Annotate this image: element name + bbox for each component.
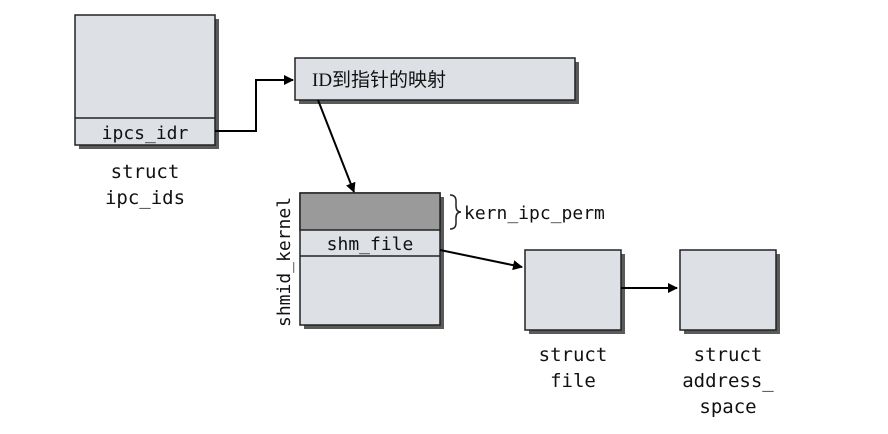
ipcs-idr-to-map-arrow xyxy=(215,75,294,132)
address-space-struct xyxy=(679,249,780,334)
file-caption-line2: file xyxy=(550,370,596,392)
map-to-shmid-kernel-arrow xyxy=(317,99,356,193)
address-space-caption-line1: struct xyxy=(694,344,763,366)
ipc-ids-struct: ipcs_idr xyxy=(74,14,219,149)
kern-ipc-perm-label: kern_ipc_perm xyxy=(464,203,605,224)
address-space-caption-line2: address_ xyxy=(682,370,774,392)
ipc-ids-caption-line2: ipc_ids xyxy=(105,187,185,209)
shmid-kernel-struct: shm_file xyxy=(299,192,444,329)
shm-file-to-file-arrow xyxy=(439,249,523,271)
kern-ipc-perm-header xyxy=(299,192,441,231)
idr-map-label: ID到指针的映射 xyxy=(312,69,446,91)
idr-map-box: ID到指针的映射 xyxy=(294,57,579,104)
file-caption-line1: struct xyxy=(539,344,608,366)
address-space-caption-line3: space xyxy=(699,396,756,418)
kern-ipc-perm-brace xyxy=(449,194,462,230)
shmid-kernel-vertical-label: shmid_kernel xyxy=(274,197,295,327)
ipc-ids-caption-line1: struct xyxy=(111,161,180,183)
ipcs-idr-field: ipcs_idr xyxy=(102,123,189,144)
shm-file-field: shm_file xyxy=(327,234,414,255)
file-struct xyxy=(524,249,625,334)
